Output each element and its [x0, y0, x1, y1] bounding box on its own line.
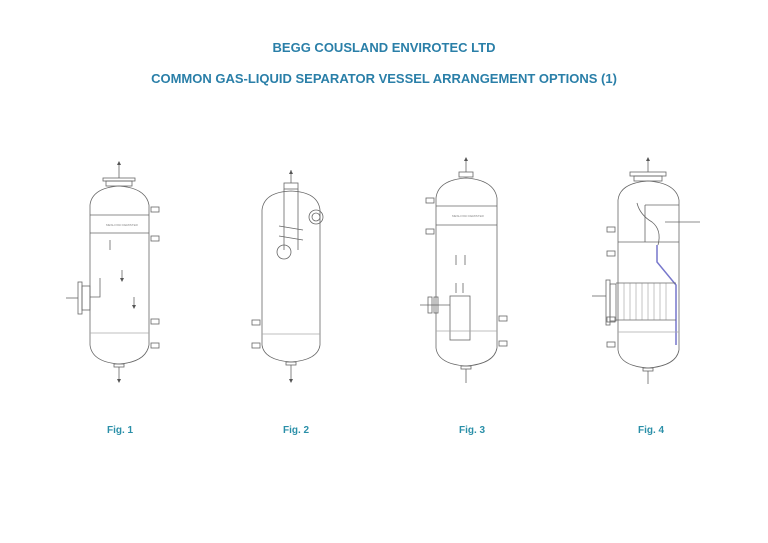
company-title: BEGG COUSLAND ENVIROTEC LTD — [272, 40, 496, 55]
fig-2-label: Fig. 2 — [283, 425, 310, 436]
fig-1-label: Fig. 1 — [107, 425, 134, 436]
fig-4-vessel — [592, 157, 700, 384]
svg-text:MESH PAD DEMISTER: MESH PAD DEMISTER — [452, 214, 485, 218]
fig-3-vessel: MESH PAD DEMISTER — [420, 157, 508, 383]
fig-2-vessel — [251, 170, 324, 383]
page-title: COMMON GAS-LIQUID SEPARATOR VESSEL ARRAN… — [151, 71, 617, 86]
fig-3-label: Fig. 3 — [459, 425, 486, 436]
fig-1-vessel: MESH PAD DEMISTER — [66, 161, 160, 383]
svg-text:MESH PAD DEMISTER: MESH PAD DEMISTER — [106, 223, 139, 227]
fig-4-label: Fig. 4 — [638, 425, 665, 436]
